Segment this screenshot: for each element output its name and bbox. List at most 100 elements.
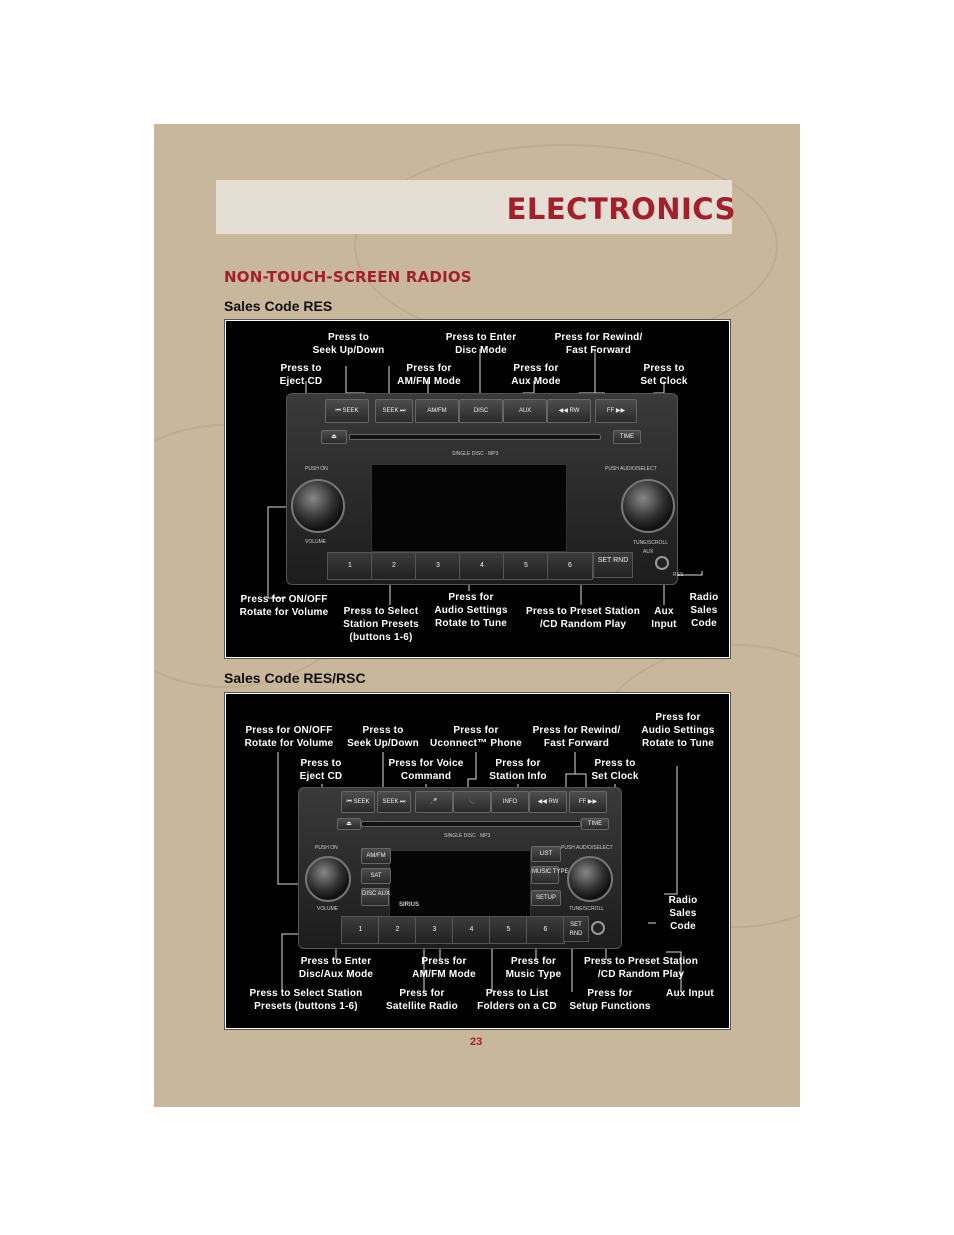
- time-button[interactable]: TIME: [613, 430, 641, 444]
- fast-forward-button[interactable]: FF ▶▶: [569, 791, 607, 813]
- preset-4-button[interactable]: 4: [452, 916, 491, 944]
- callout-presets: Press to Select Station Presets (buttons…: [336, 605, 426, 644]
- preset-6-button[interactable]: 6: [547, 552, 593, 580]
- preset-4-button[interactable]: 4: [459, 552, 505, 580]
- callout-clock: Press to Set Clock: [629, 362, 699, 388]
- radio-unit: ⏮ SEEK SEEK ⏭ AM/FM DISC AUX ◀◀ RW FF ▶▶…: [286, 393, 683, 585]
- callout-text: Music Type: [505, 969, 562, 980]
- rewind-button[interactable]: ◀◀ RW: [547, 399, 591, 423]
- page-background: ELECTRONICS NON-TOUCH-SCREEN RADIOS Sale…: [154, 124, 800, 1107]
- volume-label: VOLUME: [317, 906, 339, 912]
- callout-eject: Press to Eject CD: [266, 362, 336, 388]
- callout-text: Rotate to Tune: [434, 618, 508, 629]
- callout-text: Seek Up/Down: [347, 738, 419, 749]
- preset-2-button[interactable]: 2: [378, 916, 417, 944]
- seek-up-button[interactable]: SEEK ⏭: [375, 399, 413, 423]
- callout-rewind-ff: Press for Rewind/ Fast Forward: [541, 331, 656, 357]
- callout-audio: Press for Audio Settings Rotate to Tune: [426, 591, 516, 630]
- setup-button[interactable]: SETUP: [531, 890, 561, 906]
- rewind-button[interactable]: ◀◀ RW: [529, 791, 567, 813]
- callout-text: Press to: [280, 363, 322, 374]
- callout-text: Input: [651, 619, 677, 630]
- callout-info: Press for Station Info: [479, 757, 557, 783]
- aux-button[interactable]: AUX: [503, 399, 547, 423]
- callout-text: Aux: [654, 606, 674, 617]
- page-title: ELECTRONICS: [506, 192, 736, 226]
- res-label: RES: [673, 572, 684, 578]
- voice-command-icon[interactable]: 🎤: [415, 791, 453, 813]
- callout-text: Command: [400, 771, 452, 782]
- callout-amfm: Press for AM/FM Mode: [384, 362, 474, 388]
- tune-knob[interactable]: [567, 856, 613, 902]
- preset-3-button[interactable]: 3: [415, 916, 454, 944]
- callout-aux-mode: Press for Aux Mode: [501, 362, 571, 388]
- preset-5-button[interactable]: 5: [489, 916, 528, 944]
- volume-knob[interactable]: [305, 856, 351, 902]
- preset-1-button[interactable]: 1: [327, 552, 373, 580]
- callout-text: Station Presets: [343, 619, 419, 630]
- disc-button[interactable]: DISC: [459, 399, 503, 423]
- cd-slot: [349, 434, 601, 440]
- set-rnd-button[interactable]: SET RND: [563, 916, 589, 942]
- preset-3-button[interactable]: 3: [415, 552, 461, 580]
- callout-disc: Press to Enter Disc Mode: [426, 331, 536, 357]
- sat-button[interactable]: SAT: [361, 868, 391, 884]
- seek-up-button[interactable]: SEEK ⏭: [377, 791, 411, 813]
- sirius-logo: SIRIUS: [399, 902, 420, 908]
- callout-text: Presets (buttons 1-6): [254, 1001, 358, 1012]
- callout-text: Setup Functions: [569, 1001, 651, 1012]
- aux-input-jack[interactable]: [655, 556, 669, 570]
- display-screen: [371, 464, 567, 552]
- seek-down-button[interactable]: ⏮ SEEK: [325, 399, 369, 423]
- seek-down-button[interactable]: ⏮ SEEK: [341, 791, 375, 813]
- callout-clock: Press to Set Clock: [580, 757, 650, 783]
- callout-text: Fast Forward: [565, 345, 632, 356]
- preset-6-button[interactable]: 6: [526, 916, 565, 944]
- volume-knob[interactable]: [291, 479, 345, 533]
- callout-text: (buttons 1-6): [349, 632, 413, 643]
- callout-random: Press to Preset Station /CD Random Play: [518, 605, 648, 631]
- callout-text: Press for: [399, 988, 445, 999]
- callout-voice: Press for Voice Command: [378, 757, 474, 783]
- page-number: 23: [470, 1036, 483, 1048]
- callout-power: Press for ON/OFF Rotate for Volume: [234, 724, 344, 750]
- fast-forward-button[interactable]: FF ▶▶: [595, 399, 637, 423]
- preset-2-button[interactable]: 2: [371, 552, 417, 580]
- amfm-button[interactable]: AM/FM: [415, 399, 459, 423]
- callout-text: Aux Mode: [511, 376, 561, 387]
- eject-icon[interactable]: ⏏: [321, 430, 347, 444]
- phone-icon[interactable]: 📞: [453, 791, 491, 813]
- callout-text: Eject CD: [279, 376, 323, 387]
- callout-text: Press to Select: [343, 606, 419, 617]
- callout-text: Aux Input: [666, 988, 714, 999]
- callout-text: Press for: [510, 956, 557, 967]
- tune-knob[interactable]: [621, 479, 675, 533]
- callout-power: Press for ON/OFF Rotate for Volume: [234, 593, 334, 619]
- set-rnd-button[interactable]: SET RND: [593, 552, 633, 578]
- sales-code-res-label: Sales Code RES: [224, 298, 333, 314]
- preset-1-button[interactable]: 1: [341, 916, 380, 944]
- amfm-button[interactable]: AM/FM: [361, 848, 391, 864]
- callout-text: Press for: [421, 956, 467, 967]
- callout-text: Press to List: [485, 988, 549, 999]
- callout-text: Press to Preset Station: [583, 956, 699, 967]
- callout-text: Set Clock: [640, 376, 688, 387]
- info-button[interactable]: INFO: [491, 791, 529, 813]
- callout-text: Uconnect™ Phone: [430, 738, 522, 749]
- callout-aux-input: Aux Input: [658, 987, 722, 1000]
- aux-input-jack[interactable]: [591, 921, 605, 935]
- push-on-label: PUSH ON: [305, 466, 328, 472]
- preset-5-button[interactable]: 5: [503, 552, 549, 580]
- disc-aux-button[interactable]: DISC AUX: [361, 888, 390, 906]
- time-button[interactable]: TIME: [581, 818, 609, 830]
- list-button[interactable]: LIST: [531, 846, 561, 862]
- music-type-button[interactable]: MUSIC TYPE: [531, 866, 569, 884]
- callout-text: Press for Rewind/: [532, 725, 621, 736]
- callout-audio: Press for Audio Settings Rotate to Tune: [634, 711, 722, 750]
- callout-text: Press to: [327, 332, 370, 343]
- callout-text: Eject CD: [299, 771, 343, 782]
- callout-text: Set Clock: [591, 771, 639, 782]
- callout-text: /CD Random Play: [597, 969, 685, 980]
- eject-icon[interactable]: ⏏: [337, 818, 361, 830]
- callout-text: Folders on a CD: [477, 1001, 557, 1012]
